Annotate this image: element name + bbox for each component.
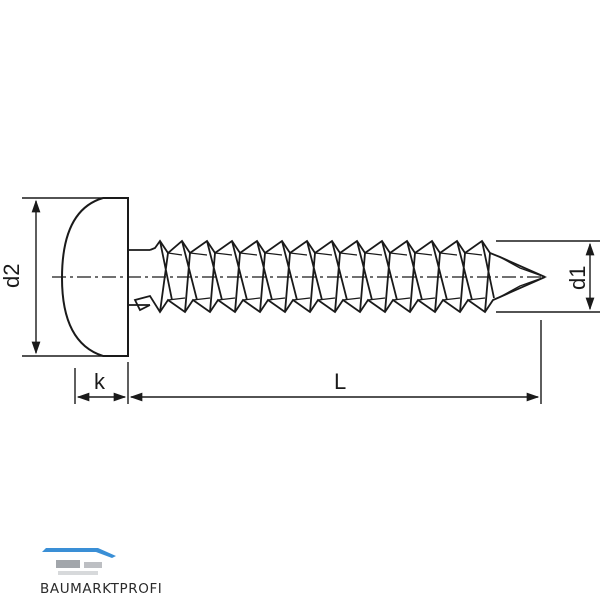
screw-thread bbox=[133, 239, 548, 314]
length-dimensions bbox=[74, 320, 542, 404]
d2-label: d2 bbox=[0, 264, 24, 288]
logo-bar-icon bbox=[56, 560, 80, 568]
d1-dimension bbox=[496, 240, 600, 313]
d2-dimension bbox=[22, 197, 102, 357]
L-label: L bbox=[334, 369, 346, 394]
logo-roof-icon bbox=[42, 548, 116, 558]
d1-label: d1 bbox=[565, 266, 590, 290]
logo-text: BAUMARKTPROFI bbox=[40, 581, 162, 597]
baumarktprofi-logo: BAUMARKTPROFI bbox=[40, 548, 162, 597]
k-label: k bbox=[94, 369, 106, 394]
screw-head bbox=[60, 197, 150, 357]
